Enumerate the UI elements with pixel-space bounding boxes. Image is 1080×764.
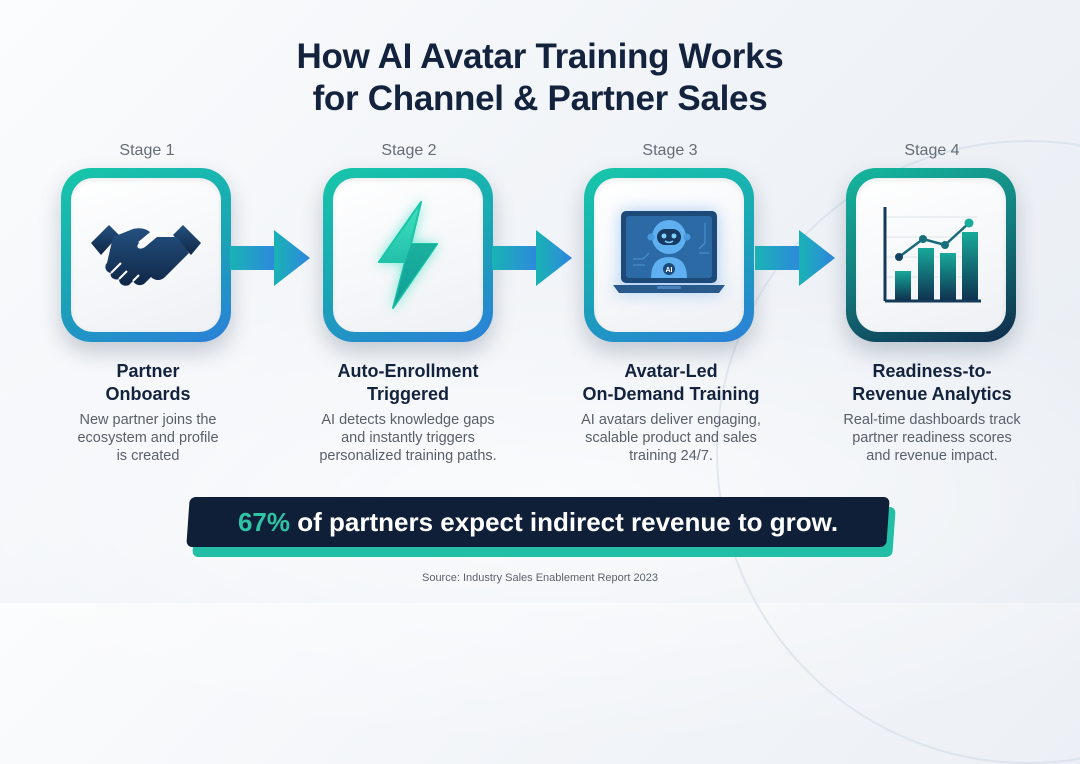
banner-highlight: 67% xyxy=(237,506,290,537)
page-title: How AI Avatar Training Works for Channel… xyxy=(0,36,1080,120)
handshake-icon xyxy=(91,225,201,286)
stage-4-card xyxy=(846,168,1016,342)
ai-robot-laptop-icon: AI xyxy=(613,211,725,293)
title-line-1: How AI Avatar Training Works xyxy=(296,37,784,76)
title-line-2: for Channel & Partner Sales xyxy=(312,79,768,118)
stage-3-card: AI xyxy=(584,168,754,342)
source-citation: Source: Industry Sales Enablement Report… xyxy=(421,572,659,584)
banner-text: 67% of partners expect indirect revenue … xyxy=(237,506,839,537)
svg-text:AI: AI xyxy=(666,267,673,274)
stage-2-card xyxy=(323,168,493,342)
lightning-bolt-icon xyxy=(378,201,438,309)
flow-arrow-3 xyxy=(755,230,835,286)
flow-arrow-1 xyxy=(230,230,310,286)
stage-4-title: Readiness-to-Revenue Analytics xyxy=(852,361,1012,404)
stage-1-label: Stage 1 xyxy=(119,142,175,159)
analytics-chart-icon xyxy=(883,207,981,303)
flow-arrow-2 xyxy=(492,230,572,286)
stage-2-label: Stage 2 xyxy=(381,142,437,159)
stage-3-description: AI avatars deliver engaging,scalable pro… xyxy=(581,412,761,464)
stat-banner: 67% of partners expect indirect revenue … xyxy=(186,497,896,557)
stage-3-label: Stage 3 xyxy=(642,142,698,159)
stage-4-label: Stage 4 xyxy=(904,142,960,159)
stage-1-card xyxy=(61,168,231,342)
